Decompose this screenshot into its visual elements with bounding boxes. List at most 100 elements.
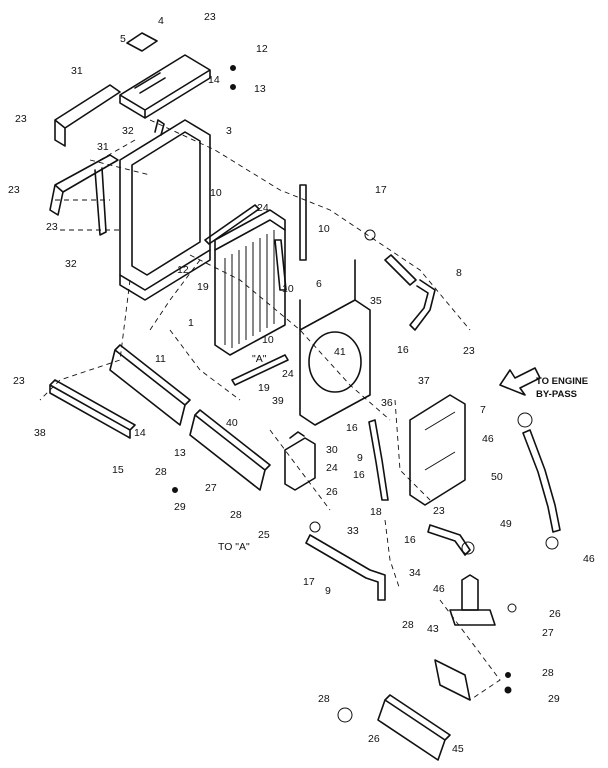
callout-label: 12 (177, 264, 189, 276)
callout-label: 28 (230, 509, 242, 521)
callout-label: 3 (226, 125, 232, 137)
engine-bypass-hose (522, 429, 561, 533)
callout-label: 50 (491, 471, 503, 483)
callout-label: 11 (155, 353, 166, 365)
callout-label: 28 (542, 667, 554, 679)
fan-shroud (299, 259, 371, 426)
callout-label: 17 (375, 184, 387, 196)
callout-label: 16 (397, 344, 409, 356)
upper-hose (384, 254, 436, 331)
side-panel (409, 394, 466, 506)
callout-label: 29 (174, 501, 186, 513)
callout-label: 28 (318, 693, 330, 705)
radiator-core (214, 209, 286, 356)
callout-label: 19 (197, 281, 209, 293)
callout-label: 10 (262, 334, 274, 346)
callout-label: 46 (482, 433, 494, 445)
callout-label: 16 (346, 422, 358, 434)
callout-label: 9 (325, 585, 331, 597)
callout-label: 38 (34, 427, 46, 439)
callout-label: 24 (282, 368, 294, 380)
callout-label: 31 (71, 65, 83, 77)
callout-label: 23 (46, 221, 58, 233)
coolant-reservoir (284, 431, 316, 491)
callout-label: 15 (112, 464, 124, 476)
cover-plate (126, 32, 158, 52)
lower-bracket-left (109, 344, 191, 426)
callout-label: 23 (15, 113, 27, 125)
shroud-frame (119, 119, 211, 301)
callout-label: 17 (303, 576, 315, 588)
callout-label: 23 (204, 11, 216, 23)
callout-label: 4 (158, 15, 164, 27)
engine-note-line1: TO ENGINE (536, 376, 588, 387)
callout-label: 45 (452, 743, 464, 755)
engine-note-line2: BY-PASS (536, 389, 577, 400)
lower-bracket-right (189, 409, 271, 491)
callout-label: 10 (210, 187, 222, 199)
callout-label: 34 (409, 567, 421, 579)
engine-bypass-arrow-icon (499, 367, 541, 396)
callout-label: 46 (583, 553, 595, 565)
seal-strips (204, 184, 307, 386)
callout-label: 40 (226, 417, 238, 429)
side-bracket (49, 154, 119, 236)
callout-labels: 23 4 5 12 14 13 31 23 32 3 31 23 10 24 1… (8, 11, 595, 755)
callout-label: 37 (418, 375, 430, 387)
callout-label: 46 (433, 583, 445, 595)
callout-label: 35 (370, 295, 382, 307)
callout-label: 30 (326, 444, 338, 456)
callout-label: 49 (500, 518, 512, 530)
callout-label: 31 (97, 141, 109, 153)
callout-label: 32 (122, 125, 134, 137)
callout-label: 32 (65, 258, 77, 270)
filter-housing (449, 574, 496, 626)
callout-label: "A" (252, 353, 267, 365)
callout-label: 5 (120, 33, 126, 45)
callout-label: 9 (357, 452, 363, 464)
callout-label: 26 (368, 733, 380, 745)
callout-label: 1 (188, 317, 194, 329)
assembly-guide-lines (39, 119, 501, 701)
top-cover (119, 54, 211, 119)
hardware (172, 65, 559, 723)
callout-label: 13 (174, 447, 186, 459)
callout-label: 8 (456, 267, 462, 279)
callout-label: 33 (347, 525, 359, 537)
lower-hose (305, 419, 389, 601)
bypass-hose (427, 524, 471, 556)
callout-label: 23 (463, 345, 475, 357)
callout-label: 26 (549, 608, 561, 620)
callout-label: 12 (256, 43, 268, 55)
callout-label: 6 (316, 278, 322, 290)
callout-label: 19 (258, 382, 270, 394)
callout-label: 27 (542, 627, 554, 639)
callout-label: 16 (353, 469, 365, 481)
callout-label: TO "A" (218, 541, 250, 553)
callout-label: 18 (370, 506, 382, 518)
callout-label: 29 (548, 693, 560, 705)
callout-label: 24 (257, 202, 269, 214)
callout-label: 39 (272, 395, 284, 407)
callout-label: 24 (326, 462, 338, 474)
callout-label: 25 (258, 529, 270, 541)
mounting-bracket (377, 659, 471, 761)
callout-label: 28 (402, 619, 414, 631)
lower-rail (49, 379, 136, 439)
callout-label: 43 (427, 623, 439, 635)
callout-label: 7 (480, 404, 486, 416)
callout-label: 41 (334, 346, 346, 358)
callout-label: 26 (326, 486, 338, 498)
callout-label: 14 (134, 427, 146, 439)
callout-label: 16 (404, 534, 416, 546)
callout-label: 10 (282, 283, 294, 295)
callout-label: 28 (155, 466, 167, 478)
callout-label: 23 (433, 505, 445, 517)
callout-label: 36 (381, 397, 393, 409)
callout-label: 23 (13, 375, 25, 387)
callout-label: 13 (254, 83, 266, 95)
callout-label: 27 (205, 482, 217, 494)
upper-bracket (54, 84, 121, 147)
callout-label: 14 (208, 74, 220, 86)
